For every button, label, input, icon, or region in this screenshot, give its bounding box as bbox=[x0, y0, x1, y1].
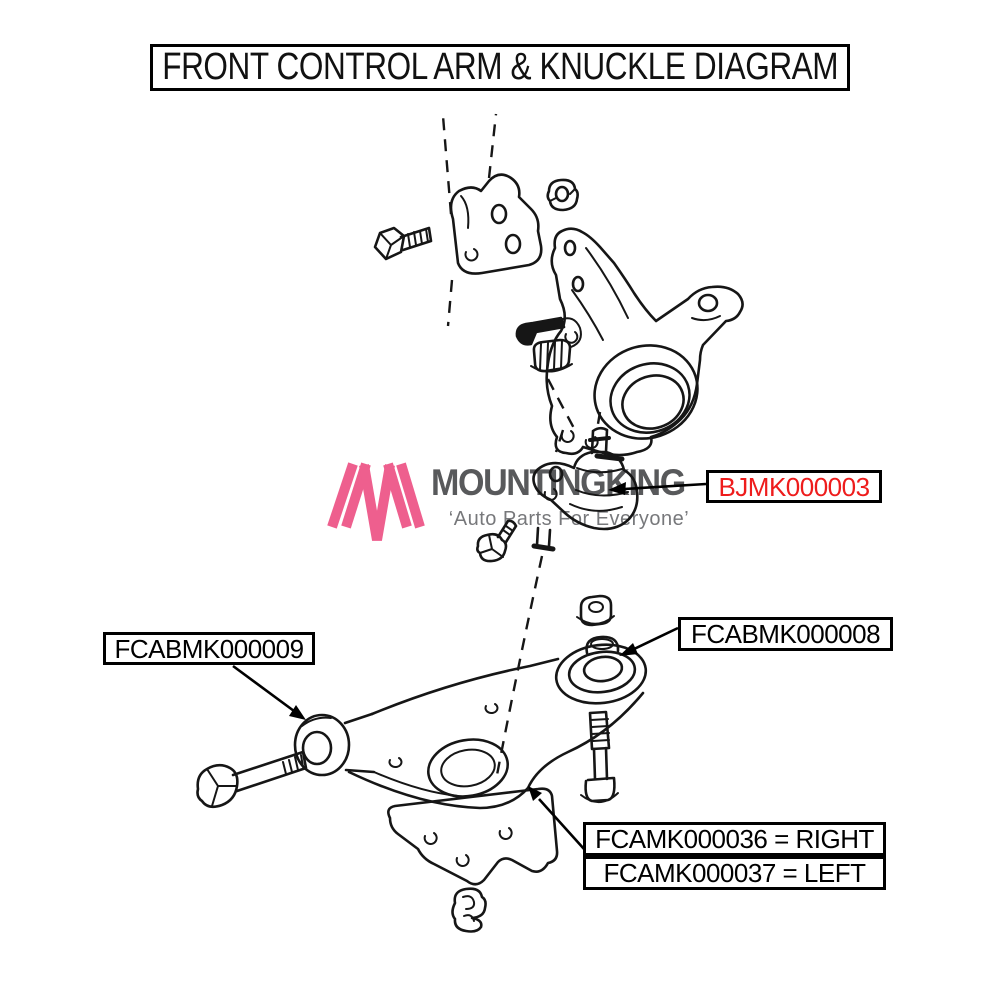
part-label-fcamk000036-right: FCAMK000036 = RIGHT bbox=[583, 822, 886, 856]
part-number: BJMK000003 bbox=[718, 471, 870, 502]
mountingking-logo-icon bbox=[327, 462, 425, 541]
ball-joint bbox=[531, 426, 639, 552]
steering-knuckle bbox=[545, 227, 744, 462]
part-number: FCABMK000009 bbox=[114, 633, 304, 664]
part-number: FCAMK000036 = RIGHT bbox=[595, 824, 874, 854]
knuckle-flange-nut bbox=[530, 338, 573, 373]
watermark-logo: MOUNTINGKING ‘Auto Parts For Everyone’ bbox=[323, 450, 707, 546]
part-label-bjmk000003: BJMK000003 bbox=[706, 470, 882, 503]
leader-arrows bbox=[232, 482, 707, 850]
part-label-fcabmk000008: FCABMK000008 bbox=[678, 617, 893, 651]
strut-flange-nut bbox=[546, 178, 579, 212]
brand-wordmark: MOUNTINGKING bbox=[431, 462, 686, 503]
strut-pinch-bolt bbox=[373, 226, 433, 261]
part-number: FCABMK000008 bbox=[690, 619, 881, 649]
front-bushing-bolt bbox=[196, 750, 308, 809]
diagram-title: FRONT CONTROL ARM & KNUCKLE DIAGRAM bbox=[162, 46, 838, 88]
arm-stud-nut bbox=[576, 594, 615, 627]
knuckle-set-bolt bbox=[515, 316, 566, 346]
strut-bracket bbox=[449, 173, 543, 275]
brand-tagline: ‘Auto Parts For Everyone’ bbox=[448, 508, 690, 530]
part-number: FCAMK000037 = LEFT bbox=[603, 858, 866, 888]
part-label-fcabmk000009: FCABMK000009 bbox=[103, 632, 315, 665]
part-label-fcamk000037-left: FCAMK000037 = LEFT bbox=[583, 856, 886, 890]
ball-joint-stud-nut bbox=[451, 887, 487, 933]
ball-joint-bolt bbox=[476, 519, 518, 563]
rear-vertical-bolt bbox=[580, 710, 619, 803]
control-arm bbox=[293, 635, 648, 886]
assembly-dashed-lines bbox=[441, 113, 602, 776]
diagram-title-box: FRONT CONTROL ARM & KNUCKLE DIAGRAM bbox=[150, 44, 850, 91]
